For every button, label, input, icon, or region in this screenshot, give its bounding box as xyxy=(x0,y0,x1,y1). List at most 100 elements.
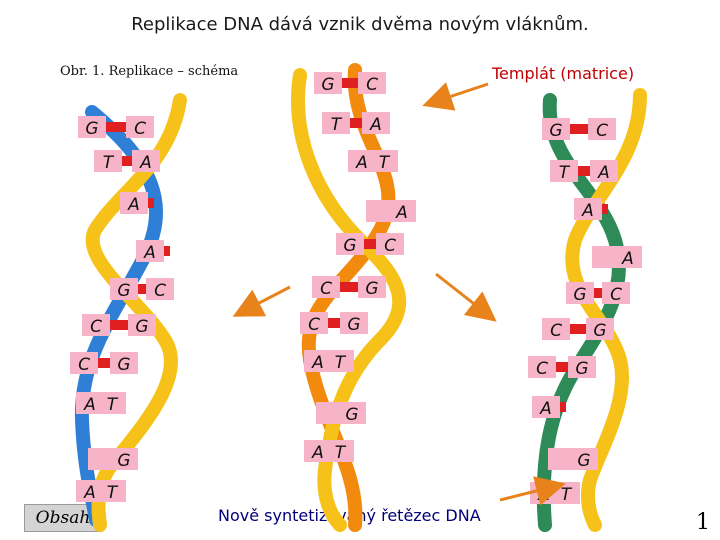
base-box xyxy=(340,312,368,334)
base-box xyxy=(128,314,156,336)
base-box xyxy=(76,480,104,502)
base-letter: T xyxy=(103,153,115,173)
template-arrow xyxy=(422,82,489,111)
base-box xyxy=(136,240,164,262)
figure-caption: Obr. 1. Replikace – schéma xyxy=(60,64,239,79)
base-letter: G xyxy=(85,119,98,139)
hydrogen-bond xyxy=(120,156,134,166)
base-box xyxy=(566,282,594,304)
base-box xyxy=(120,192,148,214)
base-letter: C xyxy=(610,285,622,305)
base-letter: C xyxy=(536,359,548,379)
base-box xyxy=(358,72,386,94)
middle-helix-yellow-strand xyxy=(291,68,407,532)
base-box xyxy=(362,112,390,134)
hydrogen-bond xyxy=(568,124,590,134)
base-box xyxy=(590,160,618,182)
base-letter: T xyxy=(335,353,347,373)
base-box xyxy=(94,150,122,172)
base-letter: T xyxy=(559,163,571,183)
base-letter: C xyxy=(78,355,90,375)
base-letter: C xyxy=(134,119,146,139)
hydrogen-bond xyxy=(340,78,360,88)
base-box xyxy=(528,356,556,378)
base-box xyxy=(336,233,364,255)
base-box xyxy=(304,440,332,462)
base-letter: A xyxy=(597,163,610,183)
base-box xyxy=(548,448,576,470)
base-box xyxy=(300,312,328,334)
base-letter: A xyxy=(369,115,382,135)
base-letter: G xyxy=(593,321,606,341)
new-strand-arrow xyxy=(499,476,566,506)
hydrogen-bond xyxy=(108,320,130,330)
left-arrow xyxy=(232,285,291,317)
base-box xyxy=(304,350,332,372)
base-letter: G xyxy=(575,359,588,379)
base-box xyxy=(316,402,344,424)
base-box xyxy=(366,200,394,222)
base-box xyxy=(574,198,602,220)
base-letter: T xyxy=(335,443,347,463)
base-box xyxy=(532,396,560,418)
base-letter: G xyxy=(117,281,130,301)
base-letter: T xyxy=(107,395,119,415)
base-box xyxy=(338,402,366,424)
base-letter: T xyxy=(331,115,343,135)
base-letter: C xyxy=(596,121,608,141)
base-box xyxy=(88,448,116,470)
hydrogen-bond xyxy=(592,288,604,298)
base-letter: A xyxy=(311,443,324,463)
base-box xyxy=(370,150,398,172)
base-box xyxy=(76,392,104,414)
base-letter: G xyxy=(135,317,148,337)
base-box xyxy=(98,392,126,414)
base-letter: G xyxy=(345,405,358,425)
base-letter: T xyxy=(379,153,391,173)
base-letter: C xyxy=(550,321,562,341)
base-box xyxy=(376,233,404,255)
hydrogen-bond xyxy=(162,246,170,256)
base-box xyxy=(110,278,138,300)
base-box xyxy=(110,448,138,470)
hydrogen-bond xyxy=(600,204,608,214)
base-box xyxy=(326,350,354,372)
base-box xyxy=(348,150,376,172)
hydrogen-bond xyxy=(558,402,566,412)
base-letter: G xyxy=(573,285,586,305)
base-box xyxy=(358,276,386,298)
base-letter: C xyxy=(366,75,378,95)
base-letter: A xyxy=(539,399,552,419)
base-box xyxy=(132,150,160,172)
base-box xyxy=(82,314,110,336)
base-letter: G xyxy=(365,279,378,299)
base-letter: A xyxy=(127,195,140,215)
base-box xyxy=(326,440,354,462)
hydrogen-bond xyxy=(104,122,128,132)
hydrogen-bond xyxy=(96,358,112,368)
base-box xyxy=(550,160,578,182)
base-box xyxy=(568,356,596,378)
base-letter: A xyxy=(395,203,408,223)
hydrogen-bond xyxy=(348,118,364,128)
base-letter: A xyxy=(143,243,156,263)
base-box xyxy=(322,112,350,134)
base-letter: A xyxy=(139,153,152,173)
base-letter: C xyxy=(320,279,332,299)
base-box xyxy=(388,200,416,222)
page-number: 1 xyxy=(696,510,710,535)
base-letter: T xyxy=(107,483,119,503)
hydrogen-bond xyxy=(568,324,588,334)
base-letter: A xyxy=(355,153,368,173)
base-box xyxy=(146,278,174,300)
base-letter: G xyxy=(549,121,562,141)
base-box xyxy=(588,118,616,140)
hydrogen-bond xyxy=(576,166,592,176)
base-letter: T xyxy=(561,485,573,505)
base-box xyxy=(126,116,154,138)
base-letter: G xyxy=(321,75,334,95)
